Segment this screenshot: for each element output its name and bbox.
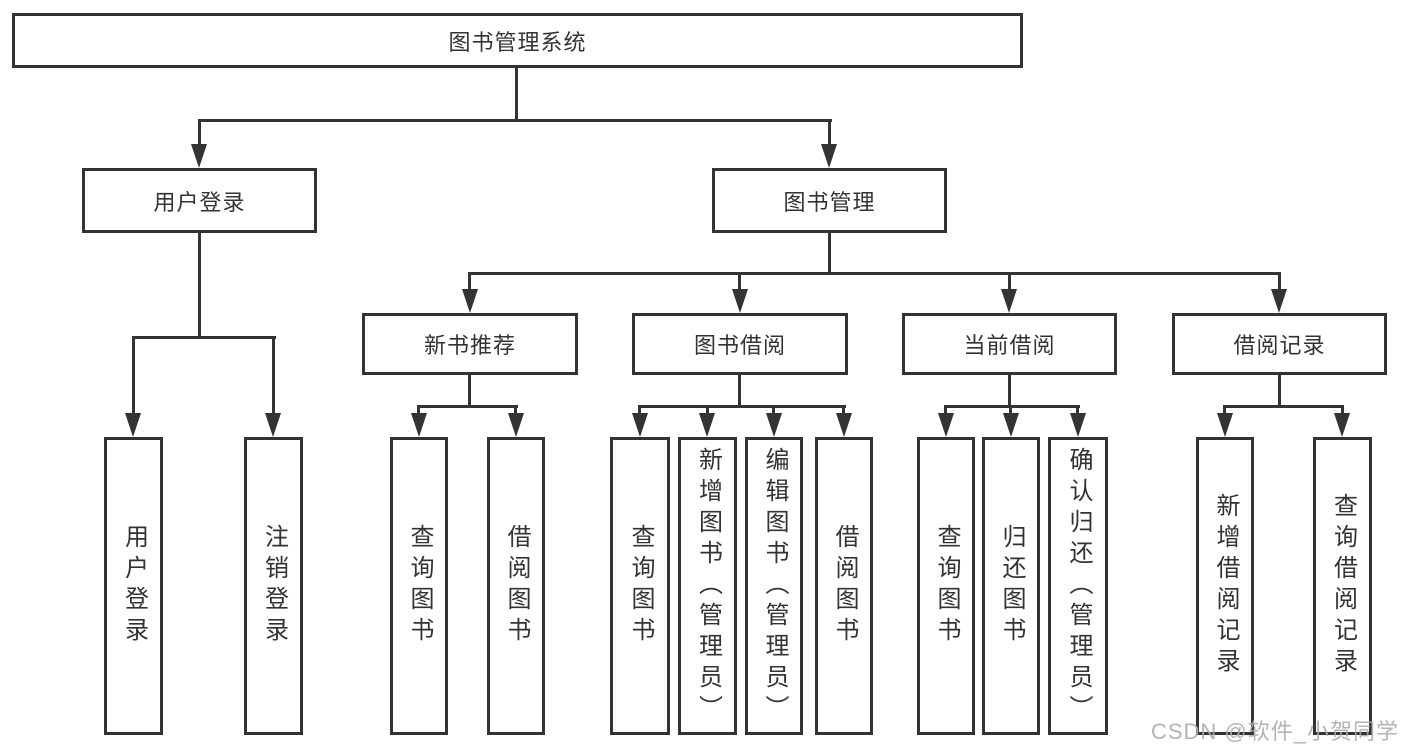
csdn-watermark: CSDN @软件_小贺同学 bbox=[1150, 719, 1399, 744]
edge-s3-bar bbox=[1223, 405, 1344, 408]
node-current-borrow: 当前借阅 bbox=[902, 313, 1117, 375]
leaf-nb-borrow-books: 借阅图书 bbox=[487, 437, 545, 735]
node-new-books: 新书推荐 bbox=[362, 313, 578, 375]
edge-s1-drop-3 bbox=[842, 405, 845, 415]
arrowhead-s2-leaf-1 bbox=[1003, 413, 1019, 437]
arrowhead-s2-leaf-0 bbox=[938, 413, 954, 437]
arrowhead-section-0 bbox=[462, 289, 478, 313]
node-borrow-records: 借阅记录 bbox=[1172, 313, 1387, 375]
edge-s2-stem bbox=[1008, 375, 1011, 407]
leaf-rec-query-record: 查询借阅记录 bbox=[1313, 437, 1372, 735]
edge-s0-drop-0 bbox=[417, 405, 420, 415]
edge-s1-drop-2 bbox=[772, 405, 775, 415]
edge-s1-bar bbox=[638, 405, 846, 408]
edge-s2-drop-2 bbox=[1076, 405, 1079, 415]
arrowhead-login-leaf-0 bbox=[125, 413, 141, 437]
edge-login-stem bbox=[198, 233, 201, 337]
edge-root-drop-login bbox=[198, 119, 201, 147]
arrowhead-login bbox=[191, 144, 207, 168]
leaf-bb-add-books-admin: 新增图书（管理员） bbox=[678, 437, 737, 735]
node-root: 图书管理系统 bbox=[12, 13, 1023, 68]
edge-s3-drop-0 bbox=[1223, 405, 1226, 415]
leaf-bb-query-books: 查询图书 bbox=[610, 437, 670, 735]
leaf-logout: 注销登录 bbox=[244, 437, 303, 735]
edge-s0-stem bbox=[468, 375, 471, 407]
arrowhead-login-leaf-1 bbox=[265, 413, 281, 437]
edge-s2-drop-1 bbox=[1009, 405, 1012, 415]
edge-mgmt-drop-1 bbox=[738, 272, 741, 291]
edge-login-drop-1 bbox=[272, 336, 275, 415]
leaf-bb-edit-books-admin: 编辑图书（管理员） bbox=[745, 437, 803, 735]
leaf-bb-borrow-books: 借阅图书 bbox=[815, 437, 873, 735]
edge-s1-stem bbox=[738, 375, 741, 407]
edge-mgmt-bar bbox=[468, 272, 1281, 275]
leaf-cb-query-books: 查询图书 bbox=[917, 437, 975, 735]
arrowhead-s0-leaf-0 bbox=[411, 413, 427, 437]
leaf-cb-return-books: 归还图书 bbox=[982, 437, 1040, 735]
leaf-rec-add-record: 新增借阅记录 bbox=[1196, 437, 1254, 735]
arrowhead-s3-leaf-0 bbox=[1217, 413, 1233, 437]
arrowhead-section-3 bbox=[1271, 289, 1287, 313]
arrowhead-s3-leaf-1 bbox=[1334, 413, 1350, 437]
edge-mgmt-drop-2 bbox=[1008, 272, 1011, 291]
arrowhead-s1-leaf-1 bbox=[699, 413, 715, 437]
edge-s2-drop-0 bbox=[944, 405, 947, 415]
edge-mgmt-stem bbox=[828, 233, 831, 274]
arrowhead-s1-leaf-3 bbox=[836, 413, 852, 437]
edge-root-drop-mgmt bbox=[828, 119, 831, 147]
edge-login-drop-0 bbox=[132, 336, 135, 415]
edge-mgmt-drop-0 bbox=[468, 272, 471, 291]
edge-mgmt-drop-3 bbox=[1278, 272, 1281, 291]
edge-s3-drop-1 bbox=[1341, 405, 1344, 415]
leaf-nb-query-books: 查询图书 bbox=[390, 437, 448, 735]
edge-s0-bar bbox=[417, 405, 518, 408]
leaf-cb-confirm-return-admin: 确认归还（管理员） bbox=[1048, 437, 1108, 735]
arrowhead-s1-leaf-2 bbox=[766, 413, 782, 437]
edge-root-stem bbox=[515, 68, 518, 122]
arrowhead-s0-leaf-1 bbox=[508, 413, 524, 437]
arrowhead-section-1 bbox=[732, 289, 748, 313]
arrowhead-s1-leaf-0 bbox=[632, 413, 648, 437]
node-user-login: 用户登录 bbox=[82, 168, 317, 233]
arrowhead-mgmt bbox=[821, 144, 837, 168]
node-book-borrow: 图书借阅 bbox=[632, 313, 848, 375]
edge-login-bar bbox=[132, 336, 276, 339]
edge-root-bar bbox=[198, 119, 832, 122]
arrowhead-section-2 bbox=[1001, 289, 1017, 313]
node-book-mgmt: 图书管理 bbox=[712, 168, 947, 233]
edge-s1-drop-1 bbox=[706, 405, 709, 415]
arrowhead-s2-leaf-2 bbox=[1070, 413, 1086, 437]
edge-s3-stem bbox=[1278, 375, 1281, 407]
edge-s0-drop-1 bbox=[514, 405, 517, 415]
edge-s1-drop-0 bbox=[638, 405, 641, 415]
leaf-user-login: 用户登录 bbox=[104, 437, 163, 735]
edge-s2-bar bbox=[944, 405, 1080, 408]
